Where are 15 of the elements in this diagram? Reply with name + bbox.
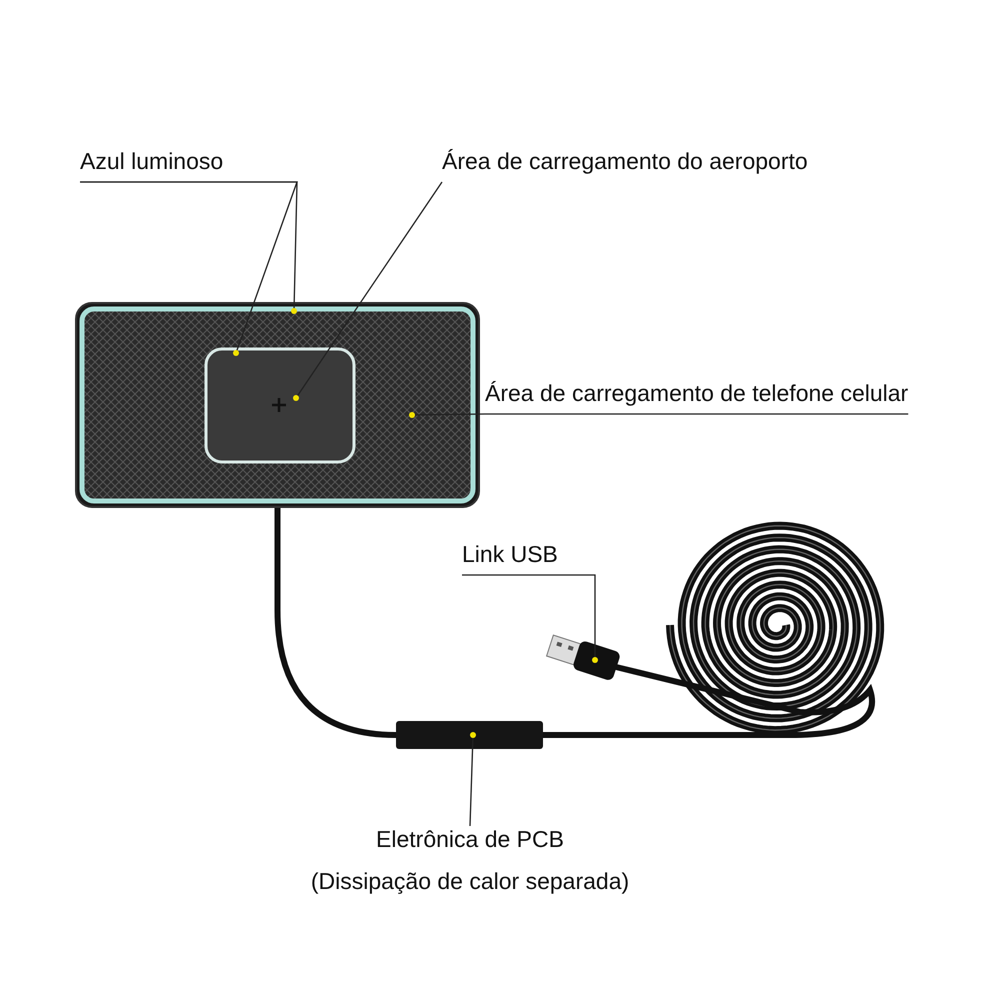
leader-line	[462, 574, 596, 660]
leader-line	[295, 182, 443, 398]
cable	[274, 508, 396, 738]
callout-label: Área de carregamento de telefone celular	[485, 380, 908, 414]
leader-line	[80, 181, 298, 354]
leader-line	[412, 413, 908, 416]
callout-label: Eletrônica de PCB	[375, 826, 565, 852]
pcb-module	[396, 721, 543, 749]
charging-pad	[75, 302, 480, 508]
callout-label: (Dissipação de calor separada)	[310, 868, 630, 894]
callout-label: Área de carregamento do aeroporto	[442, 148, 808, 182]
callout-label: Link USB	[462, 541, 558, 575]
callout-label: Azul luminoso	[80, 148, 224, 182]
cable	[543, 664, 875, 738]
charging-zone	[204, 347, 356, 464]
